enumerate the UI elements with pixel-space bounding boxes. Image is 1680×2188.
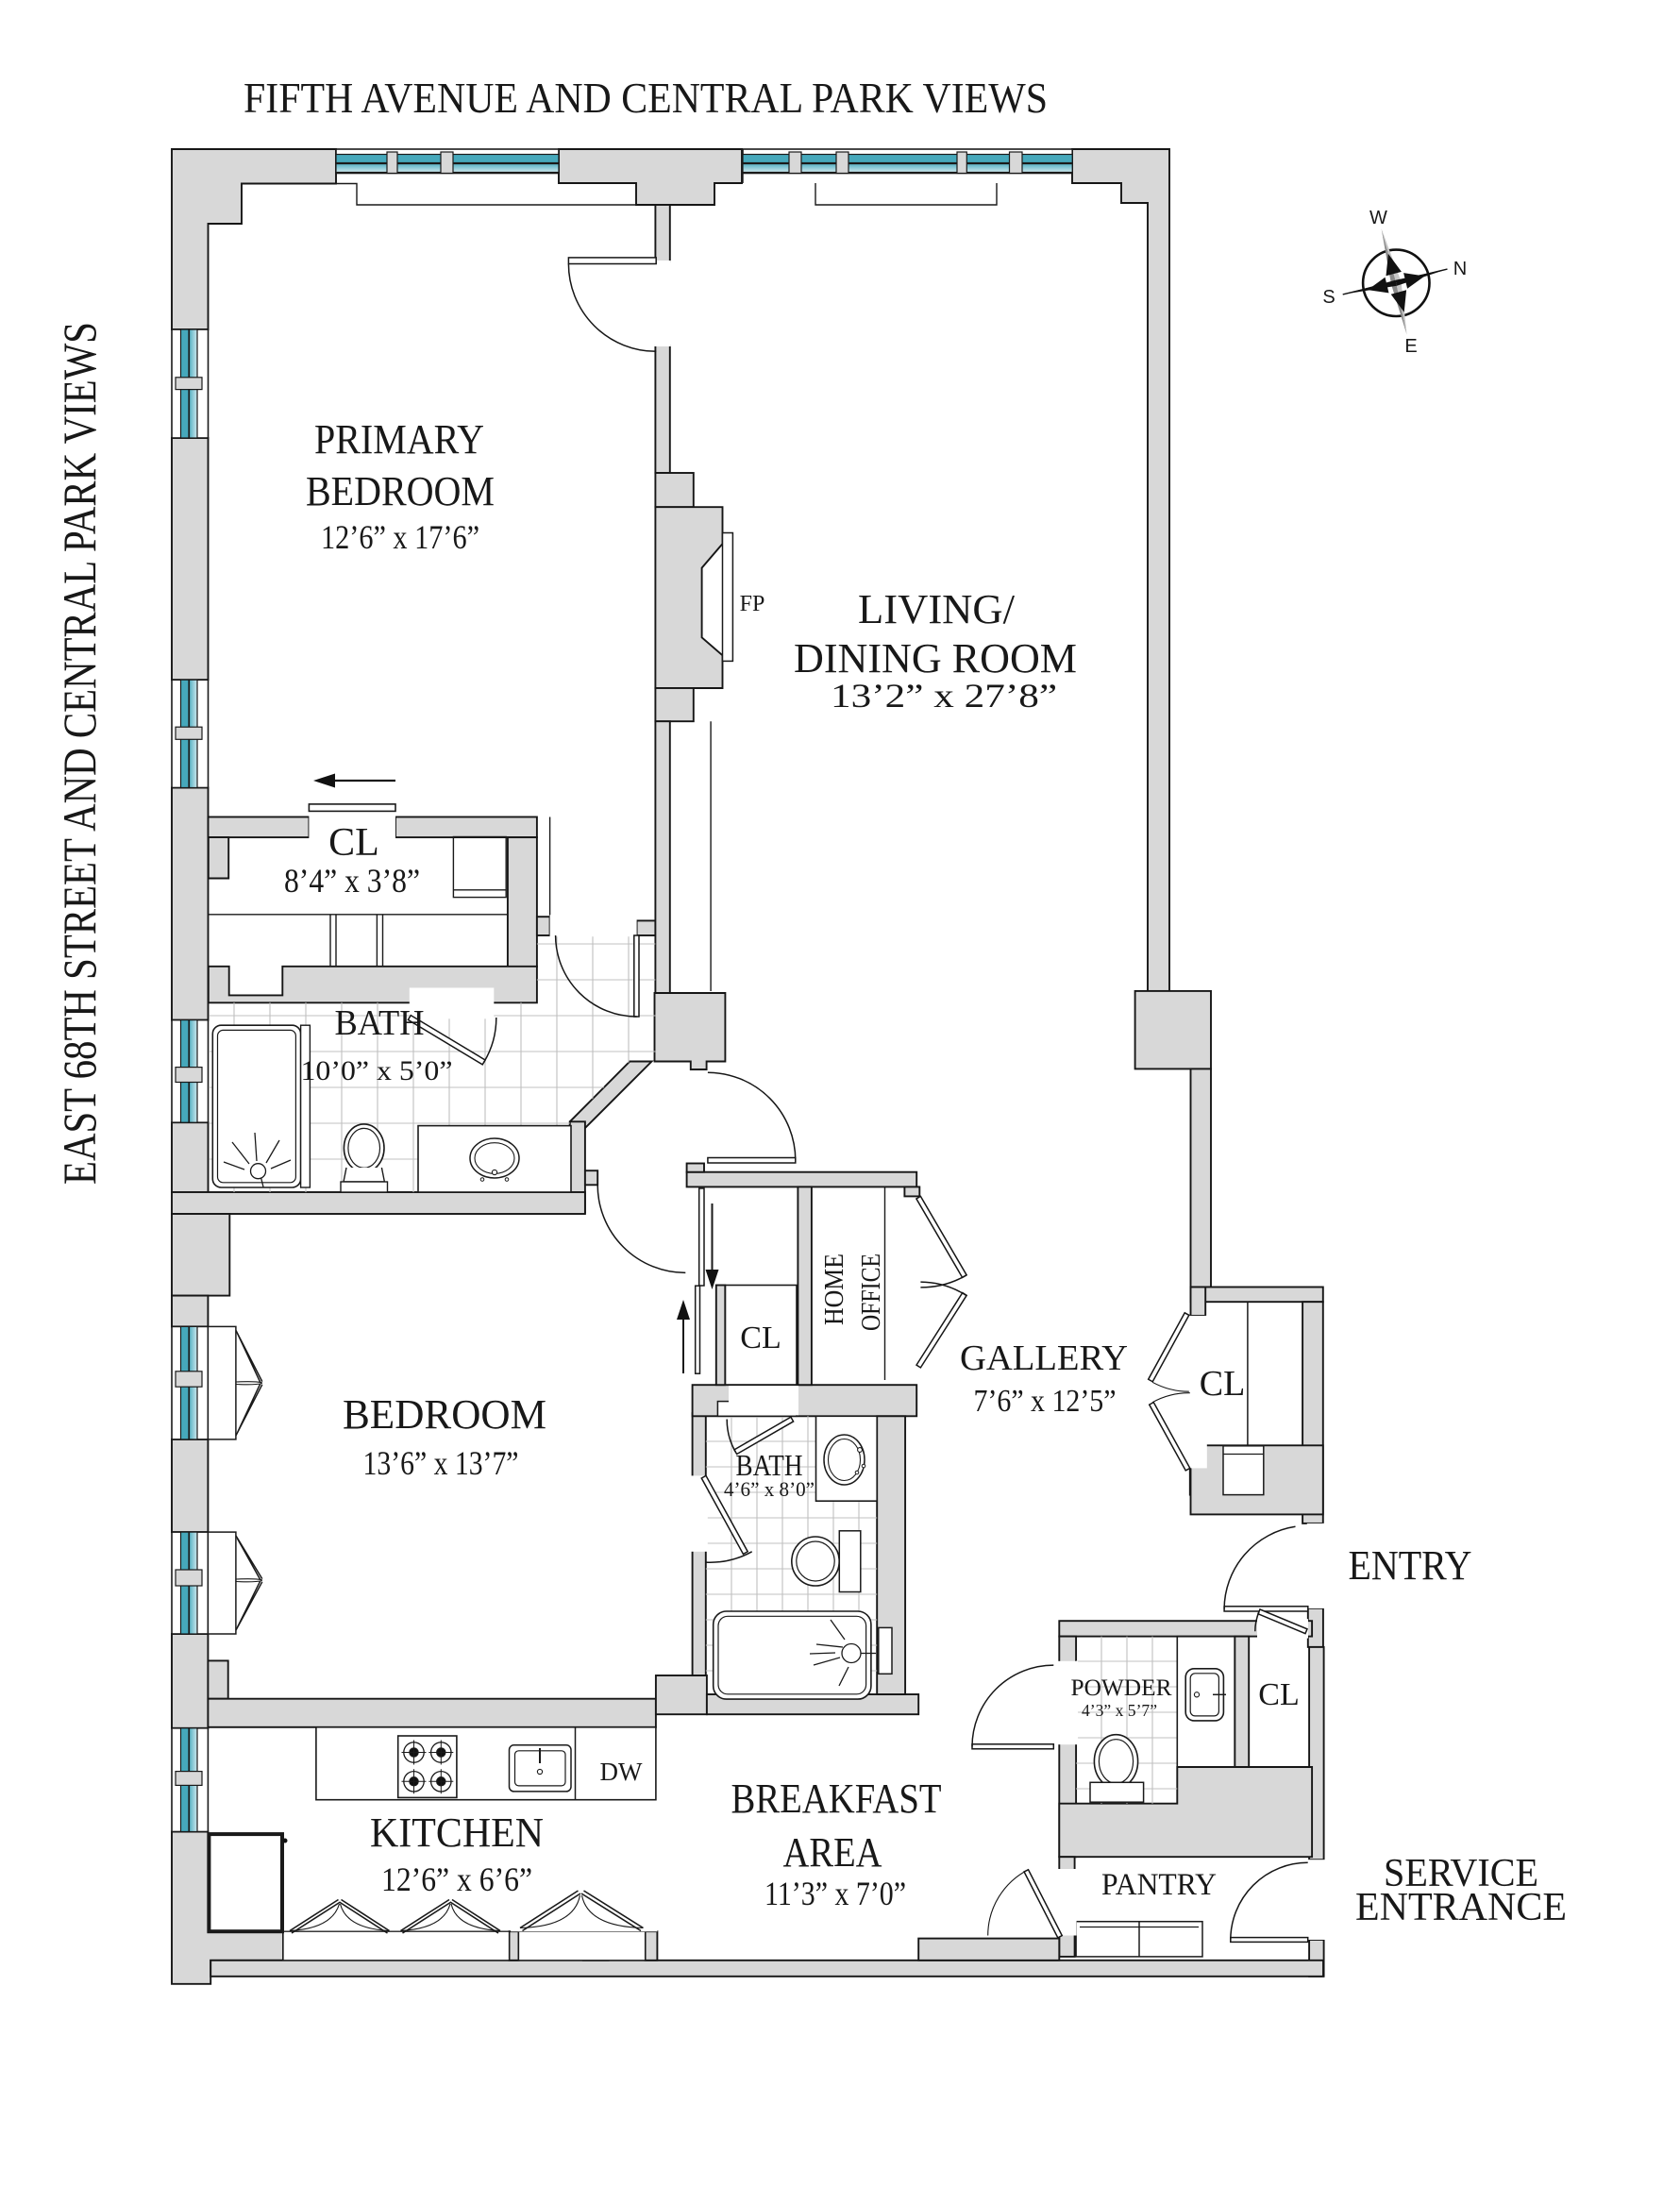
- svg-text:EAST 68TH STREET AND CENTRAL P: EAST 68TH STREET AND CENTRAL PARK VIEWS: [53, 322, 106, 1185]
- svg-text:ENTRY: ENTRY: [1349, 1542, 1472, 1589]
- svg-text:BATH: BATH: [335, 1003, 425, 1043]
- svg-text:CL: CL: [328, 821, 379, 865]
- svg-text:BEDROOM: BEDROOM: [306, 468, 495, 514]
- svg-text:12’6” x 17’6”: 12’6” x 17’6”: [321, 518, 479, 556]
- svg-text:4’3” x 5’7”: 4’3” x 5’7”: [1082, 1701, 1157, 1720]
- svg-text:ENTRANCE: ENTRANCE: [1355, 1886, 1567, 1929]
- svg-text:FP: FP: [740, 592, 765, 616]
- svg-text:DINING ROOM: DINING ROOM: [794, 635, 1077, 682]
- svg-text:4’6” x 8’0”: 4’6” x 8’0”: [724, 1477, 815, 1501]
- svg-text:KITCHEN: KITCHEN: [370, 1809, 544, 1856]
- svg-text:CL: CL: [1200, 1364, 1246, 1404]
- svg-text:DW: DW: [600, 1758, 643, 1786]
- svg-text:N: N: [1453, 259, 1467, 279]
- svg-text:10’0” x 5’0”: 10’0” x 5’0”: [301, 1055, 453, 1086]
- svg-text:S: S: [1322, 287, 1335, 308]
- svg-text:W: W: [1369, 208, 1387, 228]
- svg-text:12’6” x 6’6”: 12’6” x 6’6”: [381, 1860, 532, 1898]
- svg-text:LIVING/: LIVING/: [858, 586, 1016, 632]
- svg-text:PANTRY: PANTRY: [1101, 1868, 1217, 1902]
- svg-text:CL: CL: [1258, 1677, 1299, 1712]
- svg-text:HOME: HOME: [819, 1254, 849, 1325]
- svg-text:13’2” x 27’8”: 13’2” x 27’8”: [831, 677, 1057, 715]
- svg-text:11’3” x 7’0”: 11’3” x 7’0”: [764, 1875, 906, 1912]
- svg-text:CL: CL: [740, 1321, 781, 1355]
- svg-text:7’6” x 12’5”: 7’6” x 12’5”: [974, 1384, 1117, 1419]
- svg-text:BATH: BATH: [736, 1448, 803, 1482]
- svg-text:8’4” x 3’8”: 8’4” x 3’8”: [284, 862, 420, 900]
- svg-text:SERVICE: SERVICE: [1384, 1852, 1538, 1895]
- svg-text:GALLERY: GALLERY: [960, 1338, 1128, 1378]
- svg-text:BEDROOM: BEDROOM: [343, 1391, 546, 1438]
- svg-text:OFFICE: OFFICE: [856, 1254, 886, 1331]
- svg-text:13’6” x 13’7”: 13’6” x 13’7”: [363, 1444, 519, 1482]
- svg-text:E: E: [1404, 336, 1417, 357]
- svg-text:PRIMARY: PRIMARY: [314, 416, 484, 463]
- svg-text:AREA: AREA: [783, 1829, 882, 1876]
- svg-text:BREAKFAST: BREAKFAST: [731, 1776, 942, 1822]
- svg-text:POWDER: POWDER: [1071, 1675, 1172, 1701]
- svg-text:FIFTH AVENUE AND CENTRAL PARK: FIFTH AVENUE AND CENTRAL PARK VIEWS: [244, 74, 1048, 122]
